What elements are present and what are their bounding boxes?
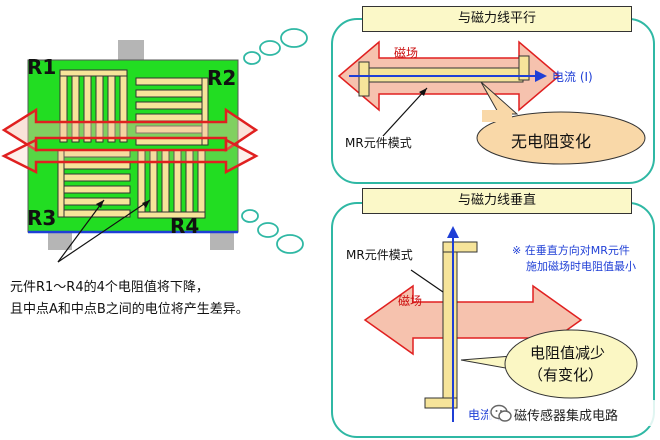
perpendicular-current-arrowhead bbox=[447, 226, 459, 238]
parallel-mr-end-right bbox=[518, 55, 530, 81]
parallel-pointer-head bbox=[419, 88, 427, 96]
label-r4: R4 bbox=[170, 214, 200, 238]
watermark-text: 磁传感器集成电路 bbox=[514, 409, 619, 424]
label-r2: R2 bbox=[207, 66, 237, 90]
perpendicular-mr-element bbox=[442, 247, 458, 407]
parallel-diagram bbox=[337, 40, 646, 165]
parallel-mr-label: MR元件模式 bbox=[345, 136, 412, 150]
label-r3: R3 bbox=[27, 206, 57, 230]
pointer-line-2 bbox=[57, 199, 151, 263]
wechat-icon bbox=[490, 404, 512, 422]
perpendicular-bubble-line-1: 电阻值减少 bbox=[530, 344, 606, 362]
parallel-field-label: 磁场 bbox=[394, 46, 419, 60]
perpendicular-mr-end-top bbox=[442, 241, 478, 253]
label-r1: R1 bbox=[27, 55, 57, 79]
perpendicular-mr-end-bottom bbox=[424, 397, 458, 409]
perpendicular-field-label: 磁场 bbox=[398, 294, 423, 308]
perpendicular-diagram bbox=[363, 226, 638, 422]
pad-bottom-left bbox=[48, 230, 72, 250]
parallel-current-label: 电流 (I) bbox=[552, 70, 593, 84]
resistor-r1 bbox=[59, 69, 128, 143]
field-arrow-lower bbox=[1, 137, 259, 175]
caption-line-1: 元件R1～R4的4个电阻值将下降， bbox=[10, 280, 209, 295]
perpendicular-note-line-2: 施加磁场时电阻值最小 bbox=[526, 260, 636, 273]
perpendicular-field-arrow bbox=[363, 284, 583, 356]
parallel-mr-end-left bbox=[358, 61, 370, 97]
mr-chip-illustration bbox=[1, 28, 308, 263]
resistor-r2 bbox=[135, 77, 209, 146]
pad-bottom-right bbox=[210, 230, 234, 250]
pointer-head-2 bbox=[142, 200, 150, 208]
watermark-badge: 磁传感器集成电路 bbox=[488, 400, 658, 426]
parallel-bubble bbox=[476, 111, 646, 165]
pointer-head-1 bbox=[96, 200, 104, 208]
pad-top bbox=[118, 40, 144, 62]
perpendicular-bubble-line-2: （有变化） bbox=[528, 366, 604, 384]
perpendicular-pointer bbox=[410, 269, 444, 293]
parallel-pointer bbox=[382, 87, 428, 137]
parallel-bubble-text: 无电阻变化 bbox=[511, 132, 592, 151]
thought-bubbles-top bbox=[243, 28, 308, 65]
pointer-line-1 bbox=[57, 199, 105, 263]
caption-line-2: 且中点A和中点B之间的电位将产生差异。 bbox=[10, 302, 249, 317]
thought-bubbles-bottom bbox=[241, 209, 304, 254]
perpendicular-note-line-1: ※ 在垂直方向对MR元件 bbox=[512, 244, 630, 257]
panel-perpendicular-title: 与磁力线垂直 bbox=[362, 188, 632, 214]
panel-parallel-title: 与磁力线平行 bbox=[362, 6, 632, 32]
perpendicular-bubble bbox=[504, 329, 638, 399]
parallel-current-arrowhead bbox=[535, 70, 547, 82]
resistor-r4 bbox=[137, 149, 206, 219]
perpendicular-mr-label: MR元件模式 bbox=[346, 248, 413, 262]
